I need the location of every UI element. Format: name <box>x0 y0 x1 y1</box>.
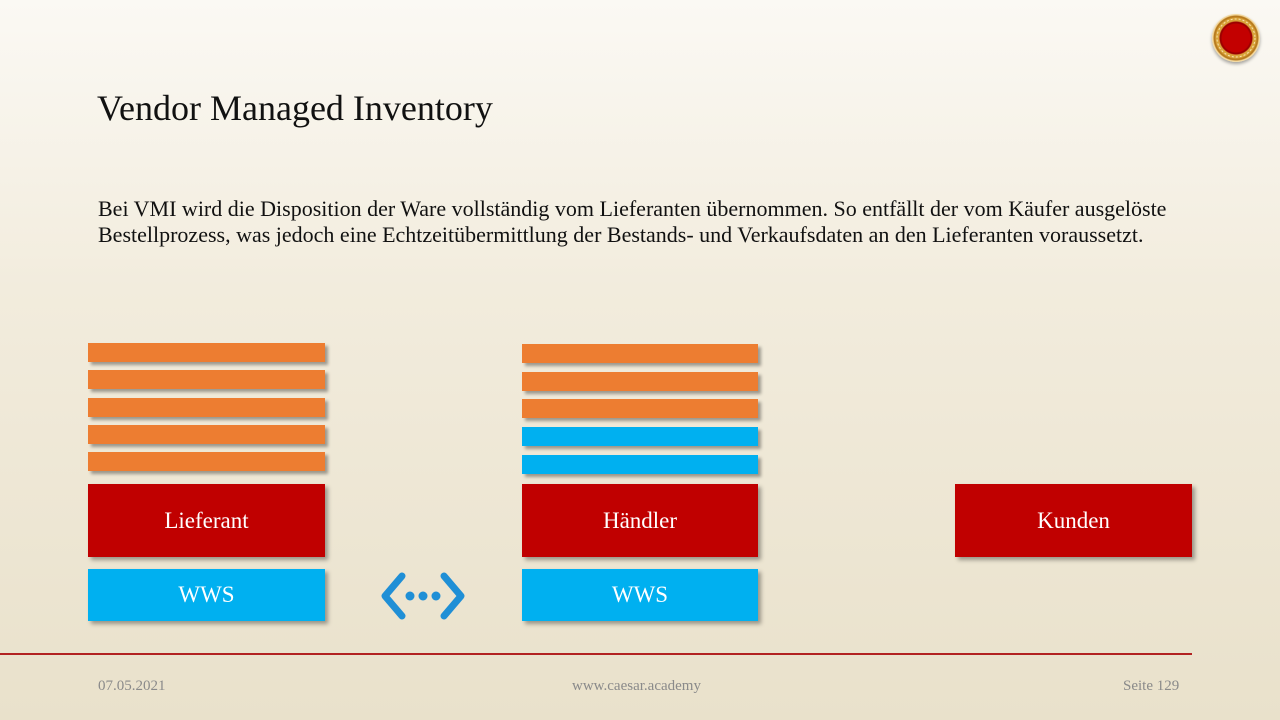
haendler-data-bar <box>522 427 758 446</box>
kunden-box: Kunden <box>955 484 1192 557</box>
lieferant-layer-bar <box>88 425 325 444</box>
caesar-logo-icon <box>1212 14 1260 62</box>
lieferant-layer-bar <box>88 370 325 389</box>
footer-divider <box>0 653 1192 655</box>
bidirectional-data-exchange-icon <box>381 572 465 620</box>
footer-date: 07.05.2021 <box>98 678 166 694</box>
slide-title: Vendor Managed Inventory <box>97 88 493 128</box>
haendler-box: Händler <box>522 484 758 557</box>
footer-website: www.caesar.academy <box>572 678 701 694</box>
haendler-layer-bar <box>522 344 758 363</box>
lieferant-layer-bar <box>88 452 325 471</box>
lieferant-wws-box: WWS <box>88 569 325 621</box>
lieferant-layer-bar <box>88 343 325 362</box>
slide-body-text: Bei VMI wird die Disposition der Ware vo… <box>98 196 1167 247</box>
lieferant-box: Lieferant <box>88 484 325 557</box>
haendler-layer-bar <box>522 399 758 418</box>
haendler-wws-box: WWS <box>522 569 758 621</box>
haendler-data-bar <box>522 455 758 474</box>
haendler-layer-bar <box>522 372 758 391</box>
lieferant-layer-bar <box>88 398 325 417</box>
footer-page-number: Seite 129 <box>1123 678 1180 694</box>
